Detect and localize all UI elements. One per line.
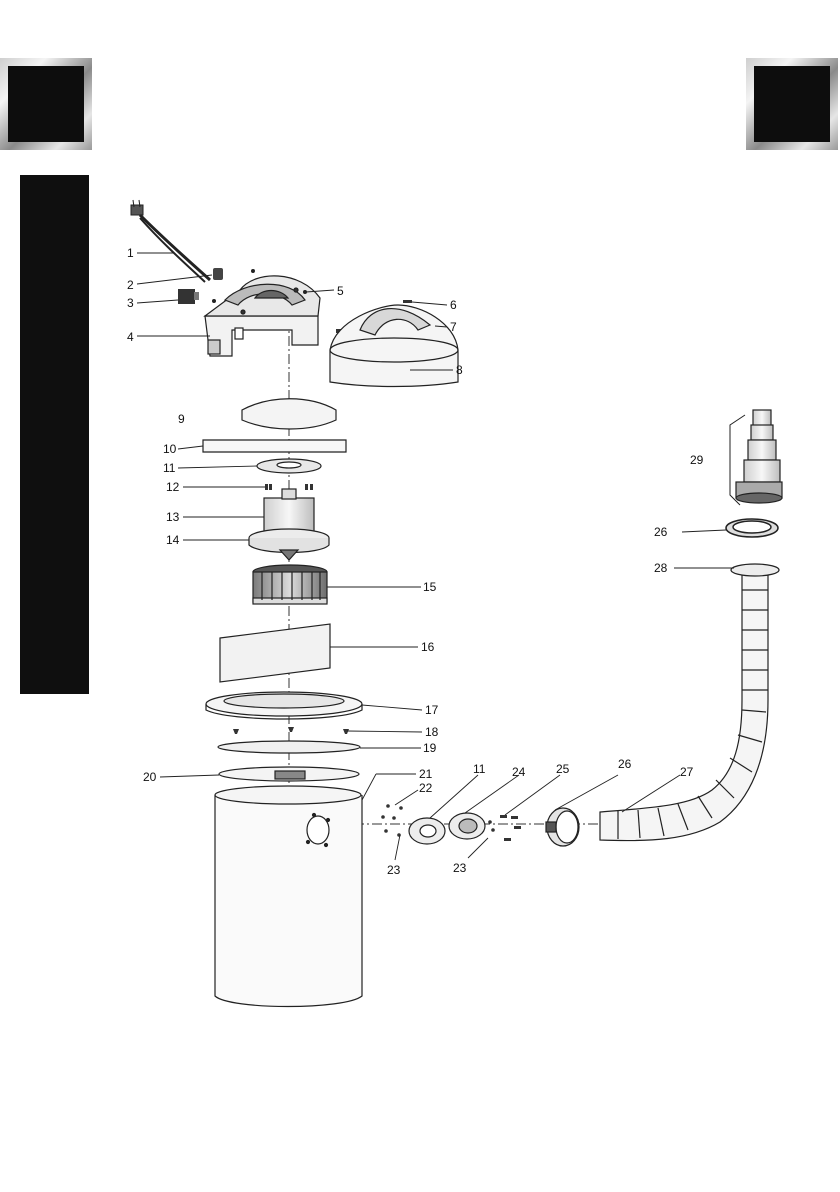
callout-23a: 23 [387, 863, 401, 877]
callout-10: 10 [163, 442, 177, 456]
callout-20: 20 [143, 770, 157, 784]
part-motor-base [249, 529, 329, 560]
part-seal-ring [218, 741, 360, 753]
callout-26a: 26 [618, 757, 632, 771]
part-motor-cover [330, 305, 458, 387]
callout-9: 9 [178, 412, 185, 426]
part-gasket-ring [257, 459, 321, 473]
part-screws-22 [381, 804, 403, 837]
callout-3: 3 [127, 296, 134, 310]
callout-14: 14 [166, 533, 180, 547]
part-filter-cartridge [253, 565, 327, 604]
callout-1: 1 [127, 246, 134, 260]
callout-18: 18 [425, 725, 439, 739]
part-tank [215, 786, 362, 1007]
screw-dot-left [212, 299, 216, 303]
part-strain-relief [213, 268, 223, 280]
callout-11: 11 [163, 461, 176, 475]
callout-22: 22 [419, 781, 433, 795]
part-screws-25 [488, 815, 521, 841]
callout-2: 2 [127, 278, 134, 292]
callout-26b: 26 [654, 525, 668, 539]
callout-27: 27 [680, 765, 694, 779]
callout-21: 21 [419, 767, 433, 781]
callout-29: 29 [690, 453, 704, 467]
callout-23b: 23 [453, 861, 467, 875]
callout-15: 15 [423, 580, 437, 594]
callout-8: 8 [456, 363, 463, 377]
callout-11b: 11 [473, 762, 486, 776]
callout-5: 5 [337, 284, 344, 298]
callout-13: 13 [166, 510, 180, 524]
part-top-cover-handle [205, 276, 320, 356]
part-motor [264, 489, 314, 532]
part-gasket-side [409, 818, 445, 844]
callout-25: 25 [556, 762, 570, 776]
screw-dot-top [251, 269, 255, 273]
part-power-cord [131, 200, 210, 282]
part-clamp-ring [219, 767, 359, 781]
part-inlet-flange [449, 813, 485, 839]
callout-7: 7 [450, 320, 457, 334]
callout-4: 4 [127, 330, 134, 344]
callout-19: 19 [423, 741, 437, 755]
part-nozzle-adapter [736, 410, 782, 503]
part-hose-ring-top [726, 519, 778, 537]
part-filter-sheet [220, 624, 330, 682]
part-head-base-plate [206, 692, 362, 719]
part-foam-pad [242, 399, 336, 429]
callout-6: 6 [450, 298, 457, 312]
callout-16: 16 [421, 640, 435, 654]
callout-12: 12 [166, 480, 180, 494]
callout-17: 17 [425, 703, 439, 717]
part-hose [600, 564, 779, 841]
callout-24: 24 [512, 765, 526, 779]
part-screws-18 [233, 727, 349, 734]
callout-28: 28 [654, 561, 668, 575]
part-sealing-strip [203, 440, 346, 452]
part-switch [178, 289, 199, 304]
part-hose-ring-side [546, 808, 579, 846]
